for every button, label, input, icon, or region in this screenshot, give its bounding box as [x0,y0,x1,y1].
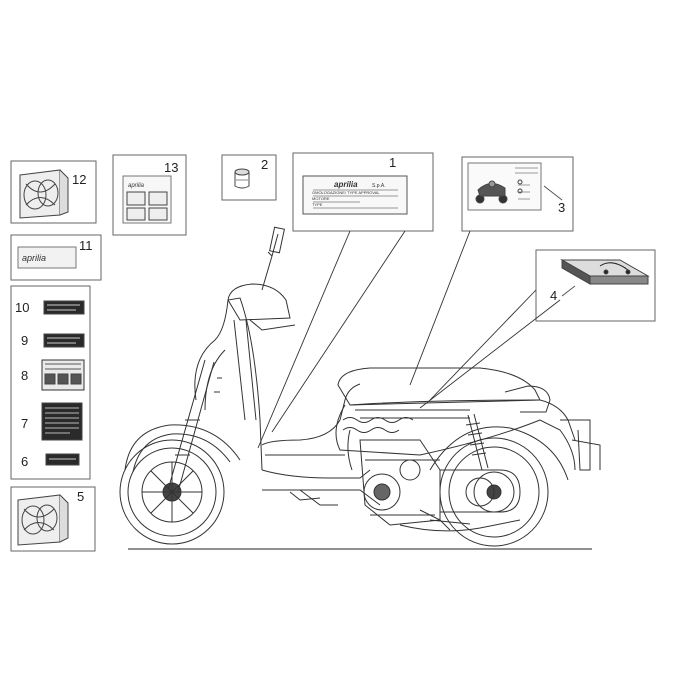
callout-13: 13 [164,160,178,175]
callout-1: 1 [389,155,396,170]
part-5-sticker-sheet[interactable] [10,486,96,552]
brand-decal-text: aprilia [22,253,46,263]
part-3-warning-label[interactable] [461,156,574,232]
plate-line2-text: MOTORE [312,196,330,201]
decal-10 [43,300,85,315]
leader-lines [257,230,561,449]
plate-line3-text: TYPE [312,202,323,207]
part-13-decal-card[interactable] [112,154,187,236]
callout-3: 3 [558,200,565,215]
cap-icon [234,168,250,189]
callout-11: 11 [79,238,93,253]
sticker-sheet-5-icon [17,494,69,546]
decal-9 [43,333,85,348]
part-11-brand-decal[interactable] [10,234,102,281]
callout-6: 6 [21,454,28,469]
part-2-cap[interactable] [221,154,277,201]
callout-7: 7 [21,416,28,431]
callout-5: 5 [77,489,84,504]
callout-2: 2 [261,157,268,172]
parts-6-10-label-panel[interactable] [10,285,91,480]
callout-4: 4 [550,288,557,303]
scooter-drawing [119,226,601,550]
part-1-id-plate[interactable] [292,152,434,232]
part-4-owner-manual[interactable] [535,249,656,322]
callout-12: 12 [72,172,86,187]
front-wheel [119,439,225,545]
decal-7 [41,402,83,441]
plate-brand-text: aprilia [334,180,358,189]
sticker-sheet-12-icon [19,169,69,219]
plate-spa-text: S.p.A. [372,183,386,189]
manual-book-icon [560,259,650,285]
decal-6 [45,453,80,466]
callout-9: 9 [21,333,28,348]
part-12-sticker-sheet[interactable] [10,160,97,224]
callout-8: 8 [21,368,28,383]
callout-10: 10 [15,300,29,315]
plate-line1-text: OMOLOGAZIONE/ TYPE APPROVAL [312,190,380,195]
card13-brand-text: aprilia [128,183,145,189]
decal-8 [41,359,85,391]
label-scooter-icon [475,180,508,204]
